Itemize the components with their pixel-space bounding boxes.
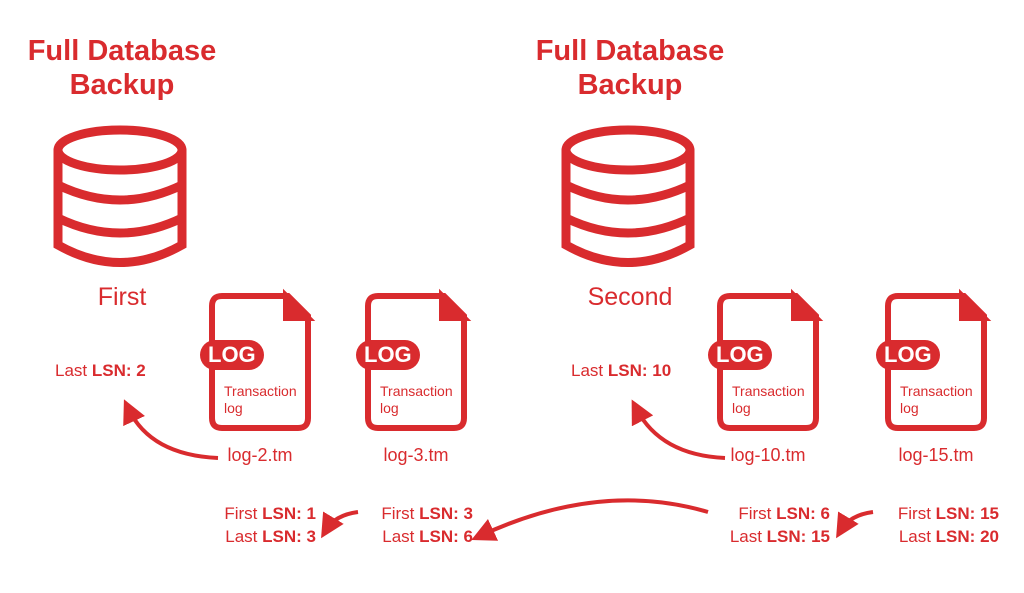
log-file-name: log-10.tm bbox=[730, 445, 806, 465]
document-icon bbox=[365, 288, 472, 431]
backup-last-lsn-first: Last LSN: 2 bbox=[55, 361, 146, 380]
log-lsn-range: First LSN: 6 Last LSN: 15 bbox=[729, 504, 830, 546]
log-badge: LOG bbox=[708, 340, 772, 370]
curved-arrow-icon bbox=[836, 510, 874, 539]
log-badge: LOG bbox=[876, 340, 940, 370]
log-lsn-range: First LSN: 3 Last LSN: 6 bbox=[381, 504, 473, 546]
log-file-name: log-2.tm bbox=[227, 445, 293, 465]
curved-arrow-icon bbox=[321, 510, 359, 539]
curved-arrow-icon bbox=[631, 399, 726, 460]
backup-title-first: Full Database Backup bbox=[27, 35, 217, 101]
log-file-name: log-3.tm bbox=[383, 445, 449, 465]
backup-label-second: Second bbox=[587, 283, 673, 311]
document-icon bbox=[717, 288, 824, 431]
log-lsn-range: First LSN: 15 Last LSN: 20 bbox=[897, 504, 999, 546]
curved-arrow-icon bbox=[471, 498, 709, 541]
backup-label-first: First bbox=[97, 283, 147, 311]
log-lsn-range: First LSN: 1 Last LSN: 3 bbox=[224, 504, 316, 546]
curved-arrow-icon bbox=[123, 399, 219, 460]
backup-title-second: Full Database Backup bbox=[535, 35, 725, 101]
database-icon bbox=[561, 125, 695, 267]
log-file-name: log-15.tm bbox=[898, 445, 974, 465]
log-badge: LOG bbox=[356, 340, 420, 370]
document-icon bbox=[885, 288, 992, 431]
database-icon bbox=[53, 125, 187, 267]
log-badge: LOG bbox=[200, 340, 264, 370]
document-icon bbox=[209, 288, 316, 431]
backup-last-lsn-second: Last LSN: 10 bbox=[571, 361, 672, 380]
